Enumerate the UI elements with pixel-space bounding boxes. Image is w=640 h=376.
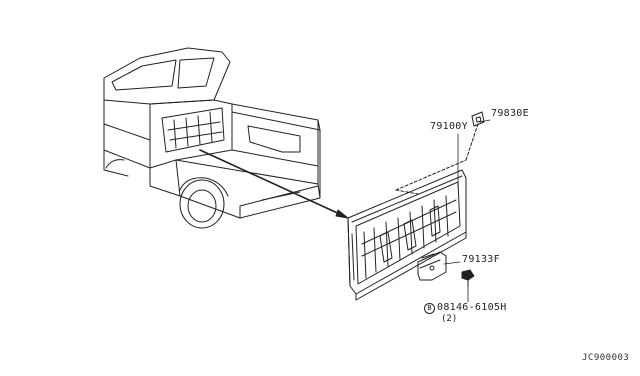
pointer-arrow — [199, 149, 349, 219]
bolt-part-label: 08146-6105H — [437, 302, 507, 313]
clip-part-label: 79830E — [491, 108, 529, 119]
clip-part — [471, 111, 485, 127]
bolt-part — [461, 269, 475, 287]
diagram-code: JC900003 — [582, 353, 630, 363]
reference-lines — [395, 123, 479, 195]
truck-illustration — [103, 47, 321, 229]
bolt-quantity: (2) — [441, 314, 458, 324]
leader-lines — [443, 119, 491, 303]
bolt-symbol-circle: B — [424, 303, 435, 314]
bracket-part — [417, 251, 447, 281]
panel-part-label: 79100Y — [430, 121, 468, 132]
rear-panel-part — [347, 169, 467, 301]
bracket-part-label: 79133F — [462, 254, 500, 265]
